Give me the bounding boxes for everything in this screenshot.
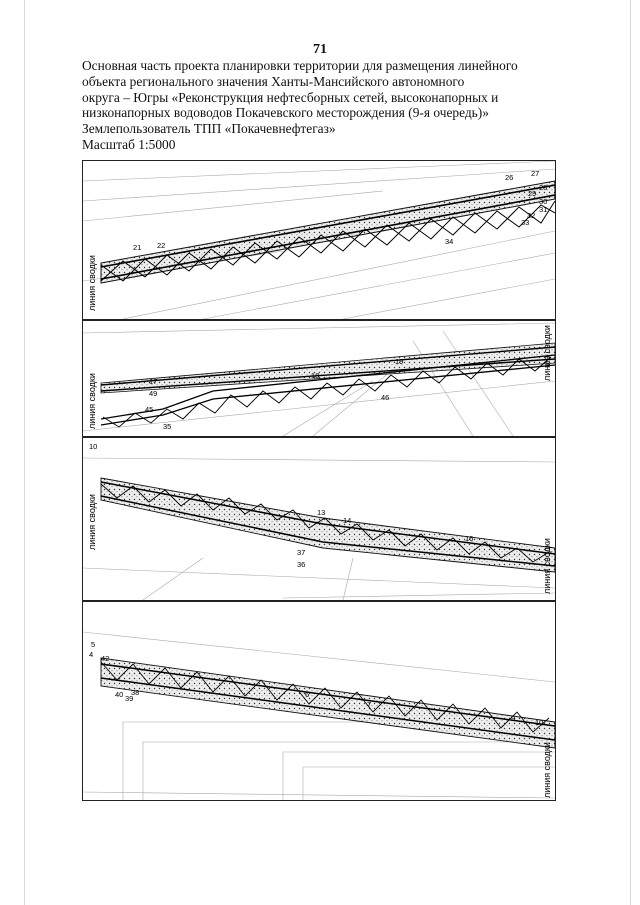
- page-number: 71: [313, 42, 327, 57]
- point-label: 10: [535, 718, 544, 727]
- point-label: 6: [305, 690, 310, 699]
- point-label: 30: [539, 197, 548, 206]
- point-label: 7: [367, 700, 372, 709]
- point-label: 14: [343, 516, 352, 525]
- point-label: 4: [89, 650, 94, 659]
- point-label: 5: [91, 640, 96, 649]
- map-panel-1: линия сводки 26 27 28 29 30 31 32 33 34 …: [82, 160, 556, 320]
- header-line: низконапорных водоводов Покачевского мес…: [82, 105, 489, 121]
- point-label: 18: [311, 371, 320, 380]
- corridor-label: линия сводки: [87, 494, 97, 550]
- point-label: 35: [163, 422, 172, 431]
- point-label: 40: [115, 690, 124, 699]
- point-label: 42: [101, 654, 110, 663]
- point-label: 45: [145, 405, 154, 414]
- map-drawing: [83, 631, 555, 800]
- document-header: Основная часть проекта планировки террит…: [82, 58, 552, 153]
- map-drawing: [83, 161, 555, 319]
- corridor-label: линия сводки: [542, 538, 552, 594]
- point-label: 39: [125, 694, 134, 703]
- point-label: 31: [539, 205, 548, 214]
- map-drawing: [83, 457, 555, 600]
- point-label: 49: [149, 389, 158, 398]
- point-label: 27: [531, 169, 540, 178]
- header-line: округа – Югры «Реконструкция нефтесборны…: [82, 89, 499, 105]
- point-label: 13: [317, 508, 326, 517]
- point-label: 21: [133, 243, 142, 252]
- point-label: 33: [521, 218, 530, 227]
- scan-edge-right: [630, 0, 631, 905]
- point-label: 34: [445, 237, 454, 246]
- point-label: 29: [528, 189, 537, 198]
- point-label: 32: [527, 211, 536, 220]
- corridor-label: линия сводки: [87, 373, 97, 429]
- scale-line: Масштаб 1:5000: [82, 136, 176, 152]
- scan-edge-left: [24, 0, 25, 905]
- map-drawing: [83, 322, 555, 436]
- point-label: 36: [297, 560, 306, 569]
- point-label: 28: [539, 183, 548, 192]
- point-label: 9: [511, 714, 516, 723]
- corridor-label: линия сводки: [87, 255, 97, 311]
- point-label: 46: [381, 393, 390, 402]
- corridor-label: линия сводки: [542, 325, 552, 381]
- point-label: 19: [395, 357, 404, 366]
- point-label: 22: [157, 241, 166, 250]
- map-panel-2: линия сводки линия сводки 17 18 19 45 46…: [82, 320, 556, 437]
- point-label: 10: [89, 442, 98, 451]
- point-label: 38: [131, 688, 140, 697]
- corridor-label: линия сводки: [542, 742, 552, 798]
- header-line: Землепользователь ТПП «Покачевнефтегаз»: [82, 121, 336, 137]
- map-panel-3: линия сводки линия сводки 10 13 14 16 37…: [82, 437, 556, 601]
- header-line: объекта регионального значения Ханты-Ман…: [82, 73, 465, 89]
- header-line: Основная часть проекта планировки террит…: [82, 58, 518, 73]
- point-label: 17: [149, 377, 158, 386]
- point-label: 37: [297, 548, 306, 557]
- point-label: 26: [505, 173, 514, 182]
- point-label: 16: [465, 534, 474, 543]
- map-panel-4: линия сводки 5 4 42 40 39 38 6 7 9 10: [82, 601, 556, 801]
